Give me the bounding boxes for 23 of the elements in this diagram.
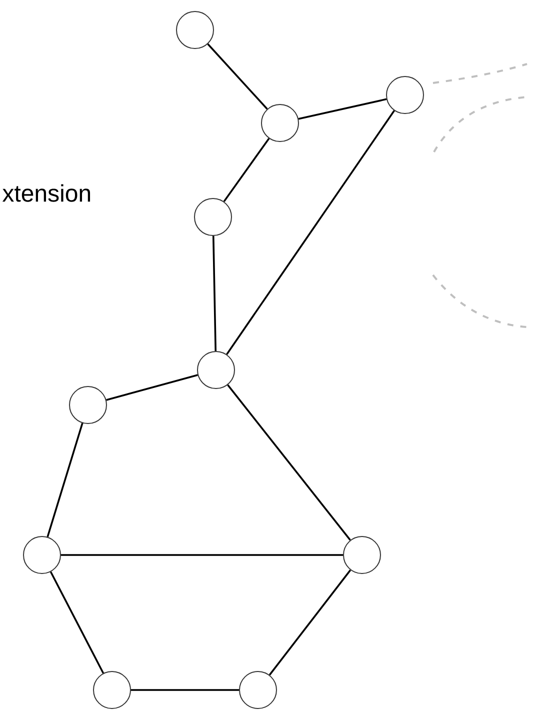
circle-node xyxy=(176,11,214,49)
circle-node xyxy=(261,104,299,142)
edge-line xyxy=(46,422,84,538)
edge-line xyxy=(226,110,395,355)
circle-node xyxy=(239,671,277,709)
edge-line xyxy=(227,384,351,541)
edge-line xyxy=(50,571,104,674)
circle-node xyxy=(386,76,424,114)
circle-node xyxy=(23,536,61,574)
label-text: xtension xyxy=(2,184,90,202)
edge-line xyxy=(212,236,217,352)
circle-node xyxy=(194,198,232,236)
edge-line xyxy=(131,689,239,691)
circle-node xyxy=(93,671,131,709)
edge-line xyxy=(268,570,352,676)
circle-node xyxy=(69,386,107,424)
edge-line xyxy=(223,138,270,202)
circle-node xyxy=(343,536,381,574)
edge-line xyxy=(298,98,387,120)
edge-line xyxy=(61,554,343,556)
edge-line xyxy=(106,374,198,401)
edge-line xyxy=(207,43,268,110)
circle-node xyxy=(197,351,235,389)
